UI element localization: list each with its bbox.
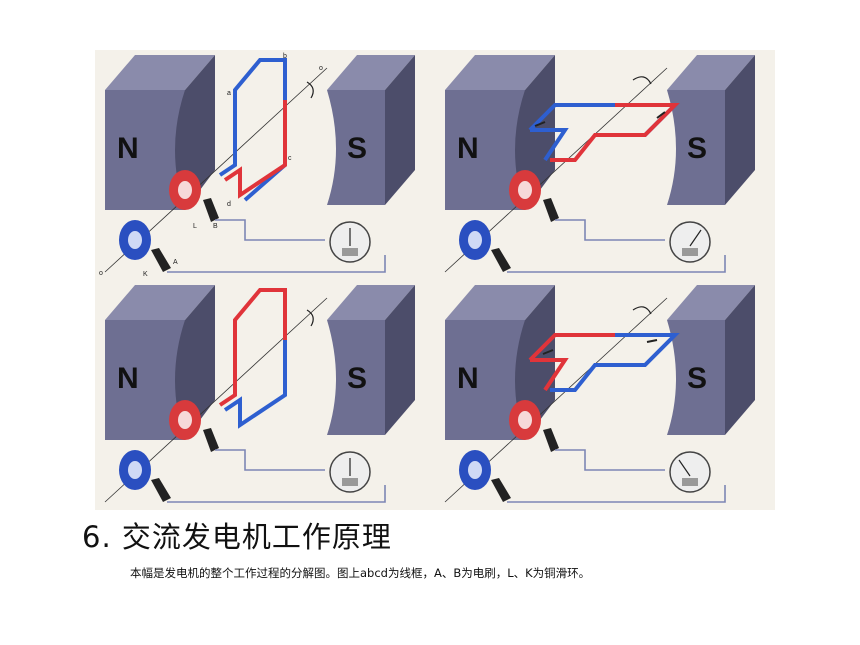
- rotation-arrow-icon: [632, 306, 652, 315]
- panel-horizontal-coil-1: N S: [435, 50, 775, 280]
- external-wire-top: [215, 219, 325, 241]
- brush-B: [543, 198, 559, 222]
- brush-A: [491, 248, 511, 272]
- external-wire-top: [215, 449, 325, 471]
- external-wire-bottom: [167, 255, 386, 273]
- galvanometer-icon: [669, 221, 711, 263]
- brush-A: [491, 478, 511, 502]
- external-wire-top: [555, 449, 665, 471]
- coil-side-red: [218, 288, 287, 407]
- ring-label-L: L: [193, 223, 197, 230]
- ring-label-K: K: [143, 271, 148, 278]
- south-pole-label: S: [347, 362, 367, 395]
- north-pole-label: N: [117, 362, 139, 395]
- current-arrow-icon: [542, 349, 554, 355]
- north-pole-label: N: [457, 362, 479, 395]
- brush-label-B: B: [213, 223, 218, 230]
- coil-label-d: d: [227, 201, 231, 208]
- external-wire-top: [555, 219, 665, 241]
- south-pole-label: S: [687, 132, 707, 165]
- south-magnet: S: [327, 285, 415, 435]
- brush-B: [203, 428, 219, 452]
- coil-side-cd: [223, 100, 287, 199]
- brush-A: [151, 248, 171, 272]
- brush-A: [151, 478, 171, 502]
- coil-label-b: b: [283, 53, 287, 60]
- external-wire-bottom: [167, 485, 386, 503]
- coil-side-red: [550, 103, 680, 162]
- brush-B: [543, 428, 559, 452]
- page-title: 6. 交流发电机工作原理: [82, 520, 392, 554]
- coil-label-c: c: [288, 155, 292, 162]
- external-wire-bottom: [507, 255, 726, 273]
- panel-vertical-coil-2: N S: [95, 280, 435, 510]
- south-pole-label: S: [347, 132, 367, 165]
- brush-B: [203, 198, 219, 222]
- galvanometer-icon: [329, 451, 371, 493]
- north-pole-label: N: [117, 132, 139, 165]
- panel-horizontal-coil-2: N S: [435, 280, 775, 510]
- galvanometer-icon: [329, 221, 371, 263]
- generator-diagram-figure: N S a b c d o o L: [95, 50, 775, 510]
- south-magnet: S: [327, 55, 415, 205]
- rotation-arrow-icon: [306, 81, 314, 99]
- rotation-arrow-icon: [306, 309, 314, 327]
- north-magnet: N: [445, 55, 555, 210]
- south-pole-label: S: [687, 362, 707, 395]
- rotation-arrow-icon: [632, 76, 652, 85]
- figure-caption: 本幅是发电机的整个工作过程的分解图。图上abcd为线框，A、B为电刷，L、K为铜…: [130, 566, 591, 580]
- north-magnet: N: [445, 285, 555, 440]
- south-magnet: S: [667, 55, 755, 205]
- coil-side-blue: [223, 340, 287, 429]
- coil-side-red: [528, 333, 615, 362]
- brush-label-A: A: [173, 259, 178, 266]
- current-arrow-icon: [656, 111, 666, 119]
- galvanometer-icon: [669, 451, 711, 493]
- south-magnet: S: [667, 285, 755, 435]
- external-wire-bottom: [507, 485, 726, 503]
- coil-side-blue: [550, 333, 680, 392]
- north-pole-label: N: [457, 132, 479, 165]
- current-arrow-icon: [646, 339, 658, 343]
- axis-label-o-bottom: o: [99, 270, 103, 277]
- axis-label-o-top: o: [319, 65, 323, 72]
- coil-label-a: a: [227, 90, 231, 97]
- panel-vertical-coil-1: N S a b c d o o L: [95, 50, 435, 280]
- current-arrow-icon: [534, 121, 546, 127]
